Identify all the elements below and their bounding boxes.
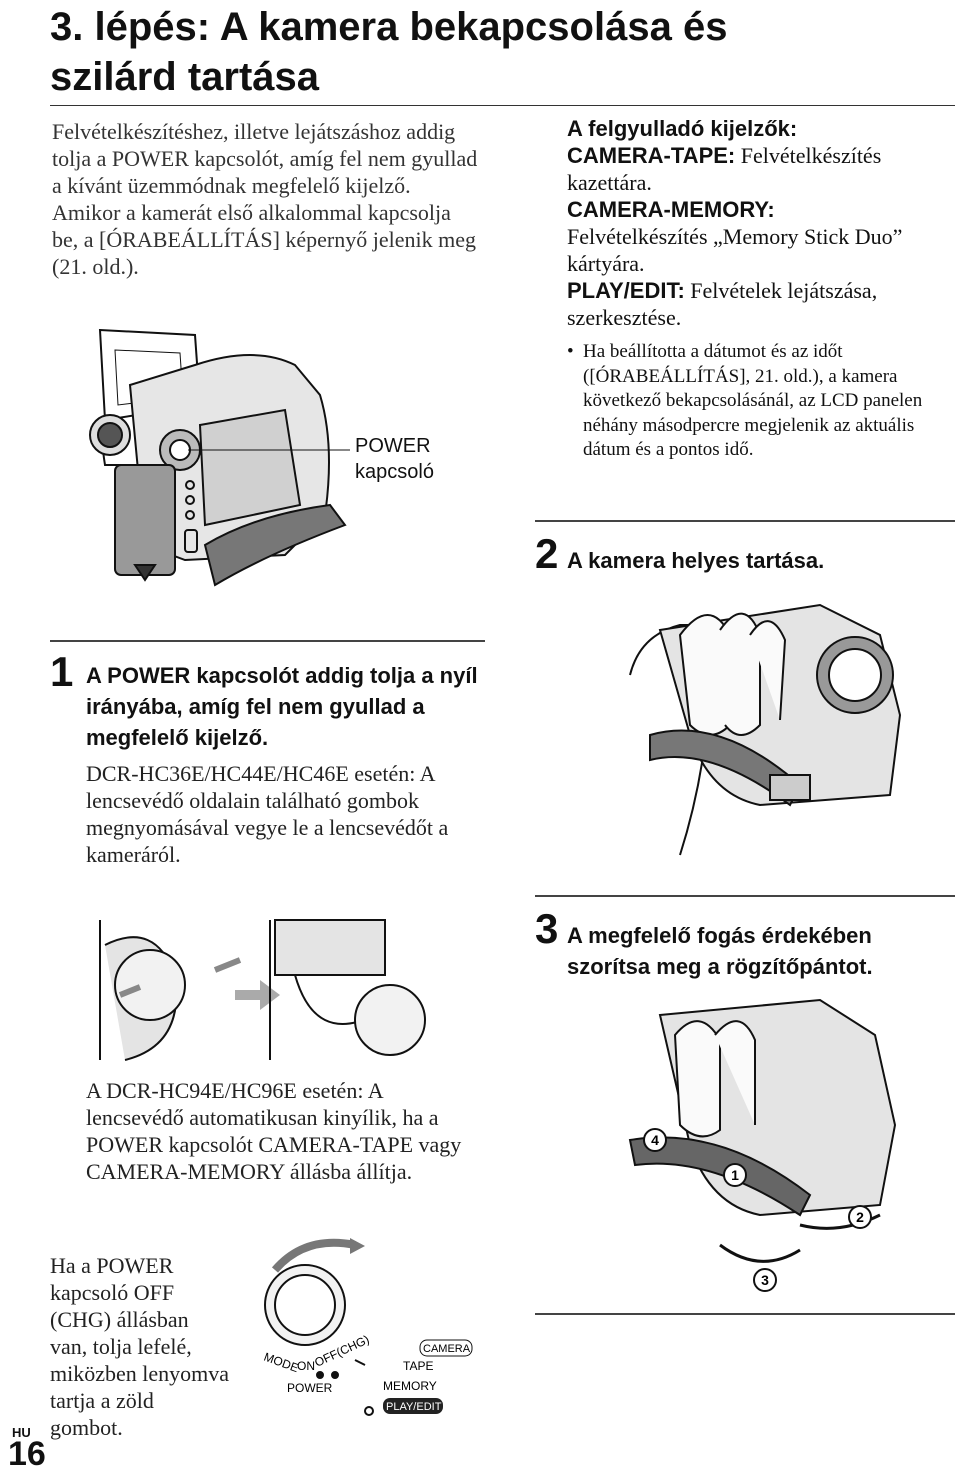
step2-heading: A kamera helyes tartása.	[567, 548, 825, 573]
camera-tape-text: Felvételkészítés kazettára.	[567, 143, 882, 195]
camera-memory-label: CAMERA-MEMORY:	[567, 197, 775, 222]
date-bullet: • Ha beállította a dátumot és az időt ([…	[567, 340, 952, 463]
step1-body-text-3: Ha a POWER kapcsoló OFF (CHG) állásban v…	[50, 1253, 230, 1440]
power-label-line-2: kapcsoló	[355, 461, 434, 483]
dial-play-edit-label: PLAY/EDIT	[386, 1401, 442, 1413]
dial-memory-label: MEMORY	[383, 1379, 437, 1393]
step1-heading: A POWER kapcsolót addig tolja a nyíl irá…	[86, 663, 478, 750]
step3-heading: A megfelelő fogás érdekében szorítsa meg…	[567, 923, 873, 979]
step1-body-off: Ha a POWER kapcsoló OFF (CHG) állásban v…	[50, 1252, 230, 1441]
page-title: 3. lépés: A kamera bekapcsolása és szilá…	[50, 2, 940, 102]
strap-tightening-illustration: 4 1 2 3	[628, 998, 897, 1292]
holding-camera-illustration	[629, 603, 902, 856]
play-edit-item: PLAY/EDIT: Felvételek lejátszása, szerke…	[567, 277, 952, 331]
step1-body-text: DCR-HC36E/HC44E/HC46E esetén: A lencsevé…	[86, 761, 449, 867]
dial-power-label: POWER	[287, 1381, 333, 1395]
dial-on-label: ON	[297, 1359, 315, 1373]
lens-cap-removal-illustration	[99, 919, 426, 1061]
step3-number: 3	[535, 905, 559, 952]
step1-body-text-2: A DCR-HC94E/HC96E esetén: A lencsevédő a…	[86, 1078, 462, 1184]
bullet-dot: •	[567, 341, 574, 362]
indicators-block: A felgyulladó kijelzők: CAMERA-TAPE: Fel…	[567, 115, 952, 331]
intro-paragraph-2: Amikor a kamerát első alkalommal kapcsol…	[52, 200, 476, 279]
strap-step-3: 3	[761, 1272, 769, 1288]
step2-number: 2	[535, 530, 559, 577]
title-line-1: 3. lépés: A kamera bekapcsolása és	[50, 5, 728, 49]
camera-tape-label: CAMERA-TAPE:	[567, 143, 736, 168]
title-divider	[50, 105, 955, 106]
power-label-line-1: POWER	[355, 435, 431, 457]
divider-step3	[535, 895, 955, 897]
play-edit-text: Felvételek lejátszása, szerkesztése.	[567, 278, 878, 330]
title-line-2: szilárd tartása	[50, 55, 320, 99]
dial-tape-label: TAPE	[403, 1359, 433, 1373]
intro-paragraph-1: Felvételkészítéshez, illetve lejátszásho…	[52, 119, 478, 198]
bullet-text: Ha beállította a dátumot és az időt ([ÓR…	[583, 341, 923, 460]
strap-step-1: 1	[731, 1167, 739, 1183]
camera-tape-item: CAMERA-TAPE: Felvételkészítés kazettára.	[567, 142, 952, 196]
divider-step1	[50, 640, 485, 642]
camcorder-illustration	[89, 328, 350, 587]
strap-step-2: 2	[856, 1209, 864, 1225]
intro-text: Felvételkészítéshez, illetve lejátszásho…	[52, 118, 482, 280]
dial-camera-label: CAMERA	[423, 1343, 471, 1355]
divider-bottom-right	[535, 1313, 955, 1315]
camera-memory-text: Felvételkészítés „Memory Stick Duo” kárt…	[567, 224, 903, 276]
divider-step2	[535, 520, 955, 522]
play-edit-label: PLAY/EDIT:	[567, 278, 685, 303]
step1-body-hc36: DCR-HC36E/HC44E/HC46E esetén: A lencsevé…	[86, 760, 476, 868]
page-number: 16	[8, 1435, 46, 1473]
indicators-heading: A felgyulladó kijelzők:	[567, 116, 798, 141]
strap-step-4: 4	[651, 1132, 659, 1148]
region-label: HU	[12, 1425, 31, 1440]
step1-number: 1	[50, 648, 74, 695]
step1-body-hc94: A DCR-HC94E/HC96E esetén: A lencsevédő a…	[86, 1077, 481, 1185]
power-dial-illustration: MODE ON OFF(CHG) POWER CAMERA TAPE MEMOR…	[262, 1238, 473, 1416]
dial-mode-label: MODE	[262, 1350, 301, 1375]
power-switch-label: POWER kapcsoló	[355, 433, 434, 485]
